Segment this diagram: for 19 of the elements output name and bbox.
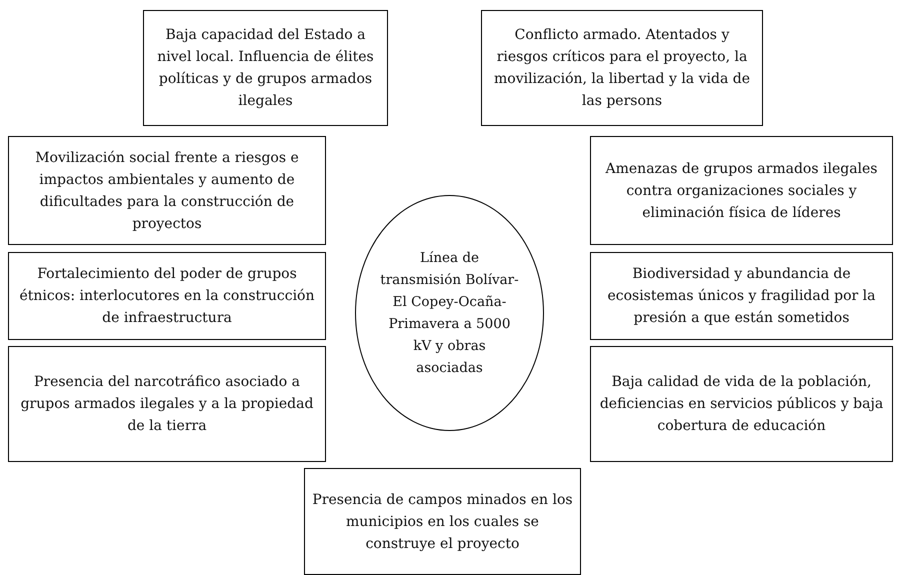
node-text: Conflicto armado. Atentados y riesgos críticos para el proyecto, la movilización, la libertad y la vida de las persons <box>492 26 751 111</box>
text-box <box>8 252 326 340</box>
node-text: Biodiversidad y abundancia de ecosistemas únicos y fragilidad por la presión a que están sometidos <box>606 265 877 328</box>
node-text: Amenazas de grupos armados ilegales contra organizaciones sociales y eliminación física de líderes <box>604 160 878 222</box>
node-text: Línea de transmisión Bolívar-El Copey-Ocaña-Primavera a 5000 kV y obras asociadas <box>379 249 520 378</box>
node-text: Presencia del narcotráfico asociado a grupos armados ilegales y a la propiedad de la tierra <box>20 373 314 436</box>
text-box <box>304 468 581 575</box>
text-box <box>143 10 388 126</box>
node-text: Baja calidad de vida de la población, deficiencias en servicios públicos y baja cobertura de educación <box>598 373 884 436</box>
text-box <box>590 136 893 245</box>
node-text: Fortalecimiento del poder de grupos étnicos: interlocutores en la construcción de infraestructura <box>18 265 316 328</box>
node-text: Baja capacidad del Estado a nivel local. Influencia de élites políticas y de grupos armados ilegales <box>156 26 375 111</box>
text-box <box>8 136 326 245</box>
text-box <box>590 346 893 462</box>
node-text: Presencia de campos minados en los municipios en los cuales se construye el proyecto <box>311 490 574 554</box>
text-box <box>481 10 763 126</box>
text-box <box>8 346 326 462</box>
node-text: Movilización social frente a riesgos e impactos ambientales y aumento de dificultades para la construcción de proyectos <box>34 148 300 234</box>
text-box <box>590 252 893 340</box>
